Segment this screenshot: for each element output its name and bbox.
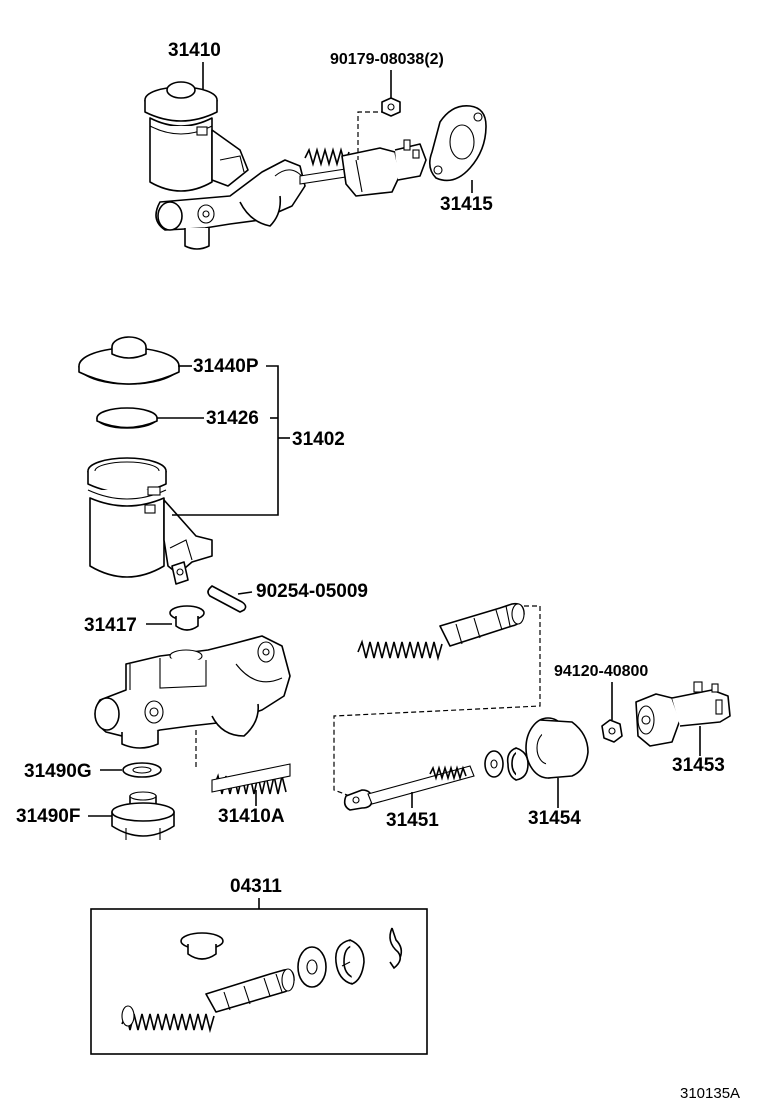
label-31410a: 31410A bbox=[218, 806, 285, 827]
hex-nut-drawing bbox=[601, 719, 623, 743]
piston-spring-drawing bbox=[357, 602, 525, 662]
grommet-drawing bbox=[169, 605, 205, 631]
label-31440p: 31440P bbox=[193, 356, 259, 377]
kit-contents-drawing bbox=[121, 927, 403, 1034]
master-cylinder-body-drawing bbox=[94, 635, 291, 749]
union-fitting-drawing bbox=[111, 791, 175, 840]
label-31451: 31451 bbox=[386, 810, 439, 831]
label-31410: 31410 bbox=[168, 40, 221, 61]
label-04311: 04311 bbox=[230, 876, 282, 897]
label-31453: 31453 bbox=[672, 755, 725, 776]
label-90254-05009: 90254-05009 bbox=[256, 581, 368, 602]
repair-kit-box bbox=[90, 908, 428, 1055]
pin-drawing bbox=[207, 585, 247, 613]
clevis-drawing bbox=[635, 681, 731, 747]
figure-reference-code: 310135A bbox=[680, 1085, 740, 1102]
label-31402: 31402 bbox=[292, 429, 345, 450]
label-31417: 31417 bbox=[84, 615, 137, 636]
label-90179-08038: 90179-08038(2) bbox=[330, 51, 444, 68]
stud-bolt-drawing bbox=[211, 763, 291, 795]
label-31415: 31415 bbox=[440, 194, 493, 215]
label-31426: 31426 bbox=[206, 408, 259, 429]
push-rod-drawing bbox=[343, 765, 475, 811]
label-31490g: 31490G bbox=[24, 761, 92, 782]
label-31490f: 31490F bbox=[16, 806, 80, 827]
reservoir-diaphragm-drawing bbox=[96, 407, 158, 429]
master-cylinder-assembly-drawing bbox=[144, 81, 487, 250]
washer-drawing bbox=[122, 762, 162, 778]
reservoir-cap-drawing bbox=[78, 336, 180, 385]
reservoir-body-drawing bbox=[87, 457, 213, 585]
label-94120-40800: 94120-40800 bbox=[554, 663, 648, 680]
washer-and-snap-ring-drawing bbox=[484, 747, 529, 781]
label-31454: 31454 bbox=[528, 808, 581, 829]
boot-drawing bbox=[525, 717, 589, 779]
